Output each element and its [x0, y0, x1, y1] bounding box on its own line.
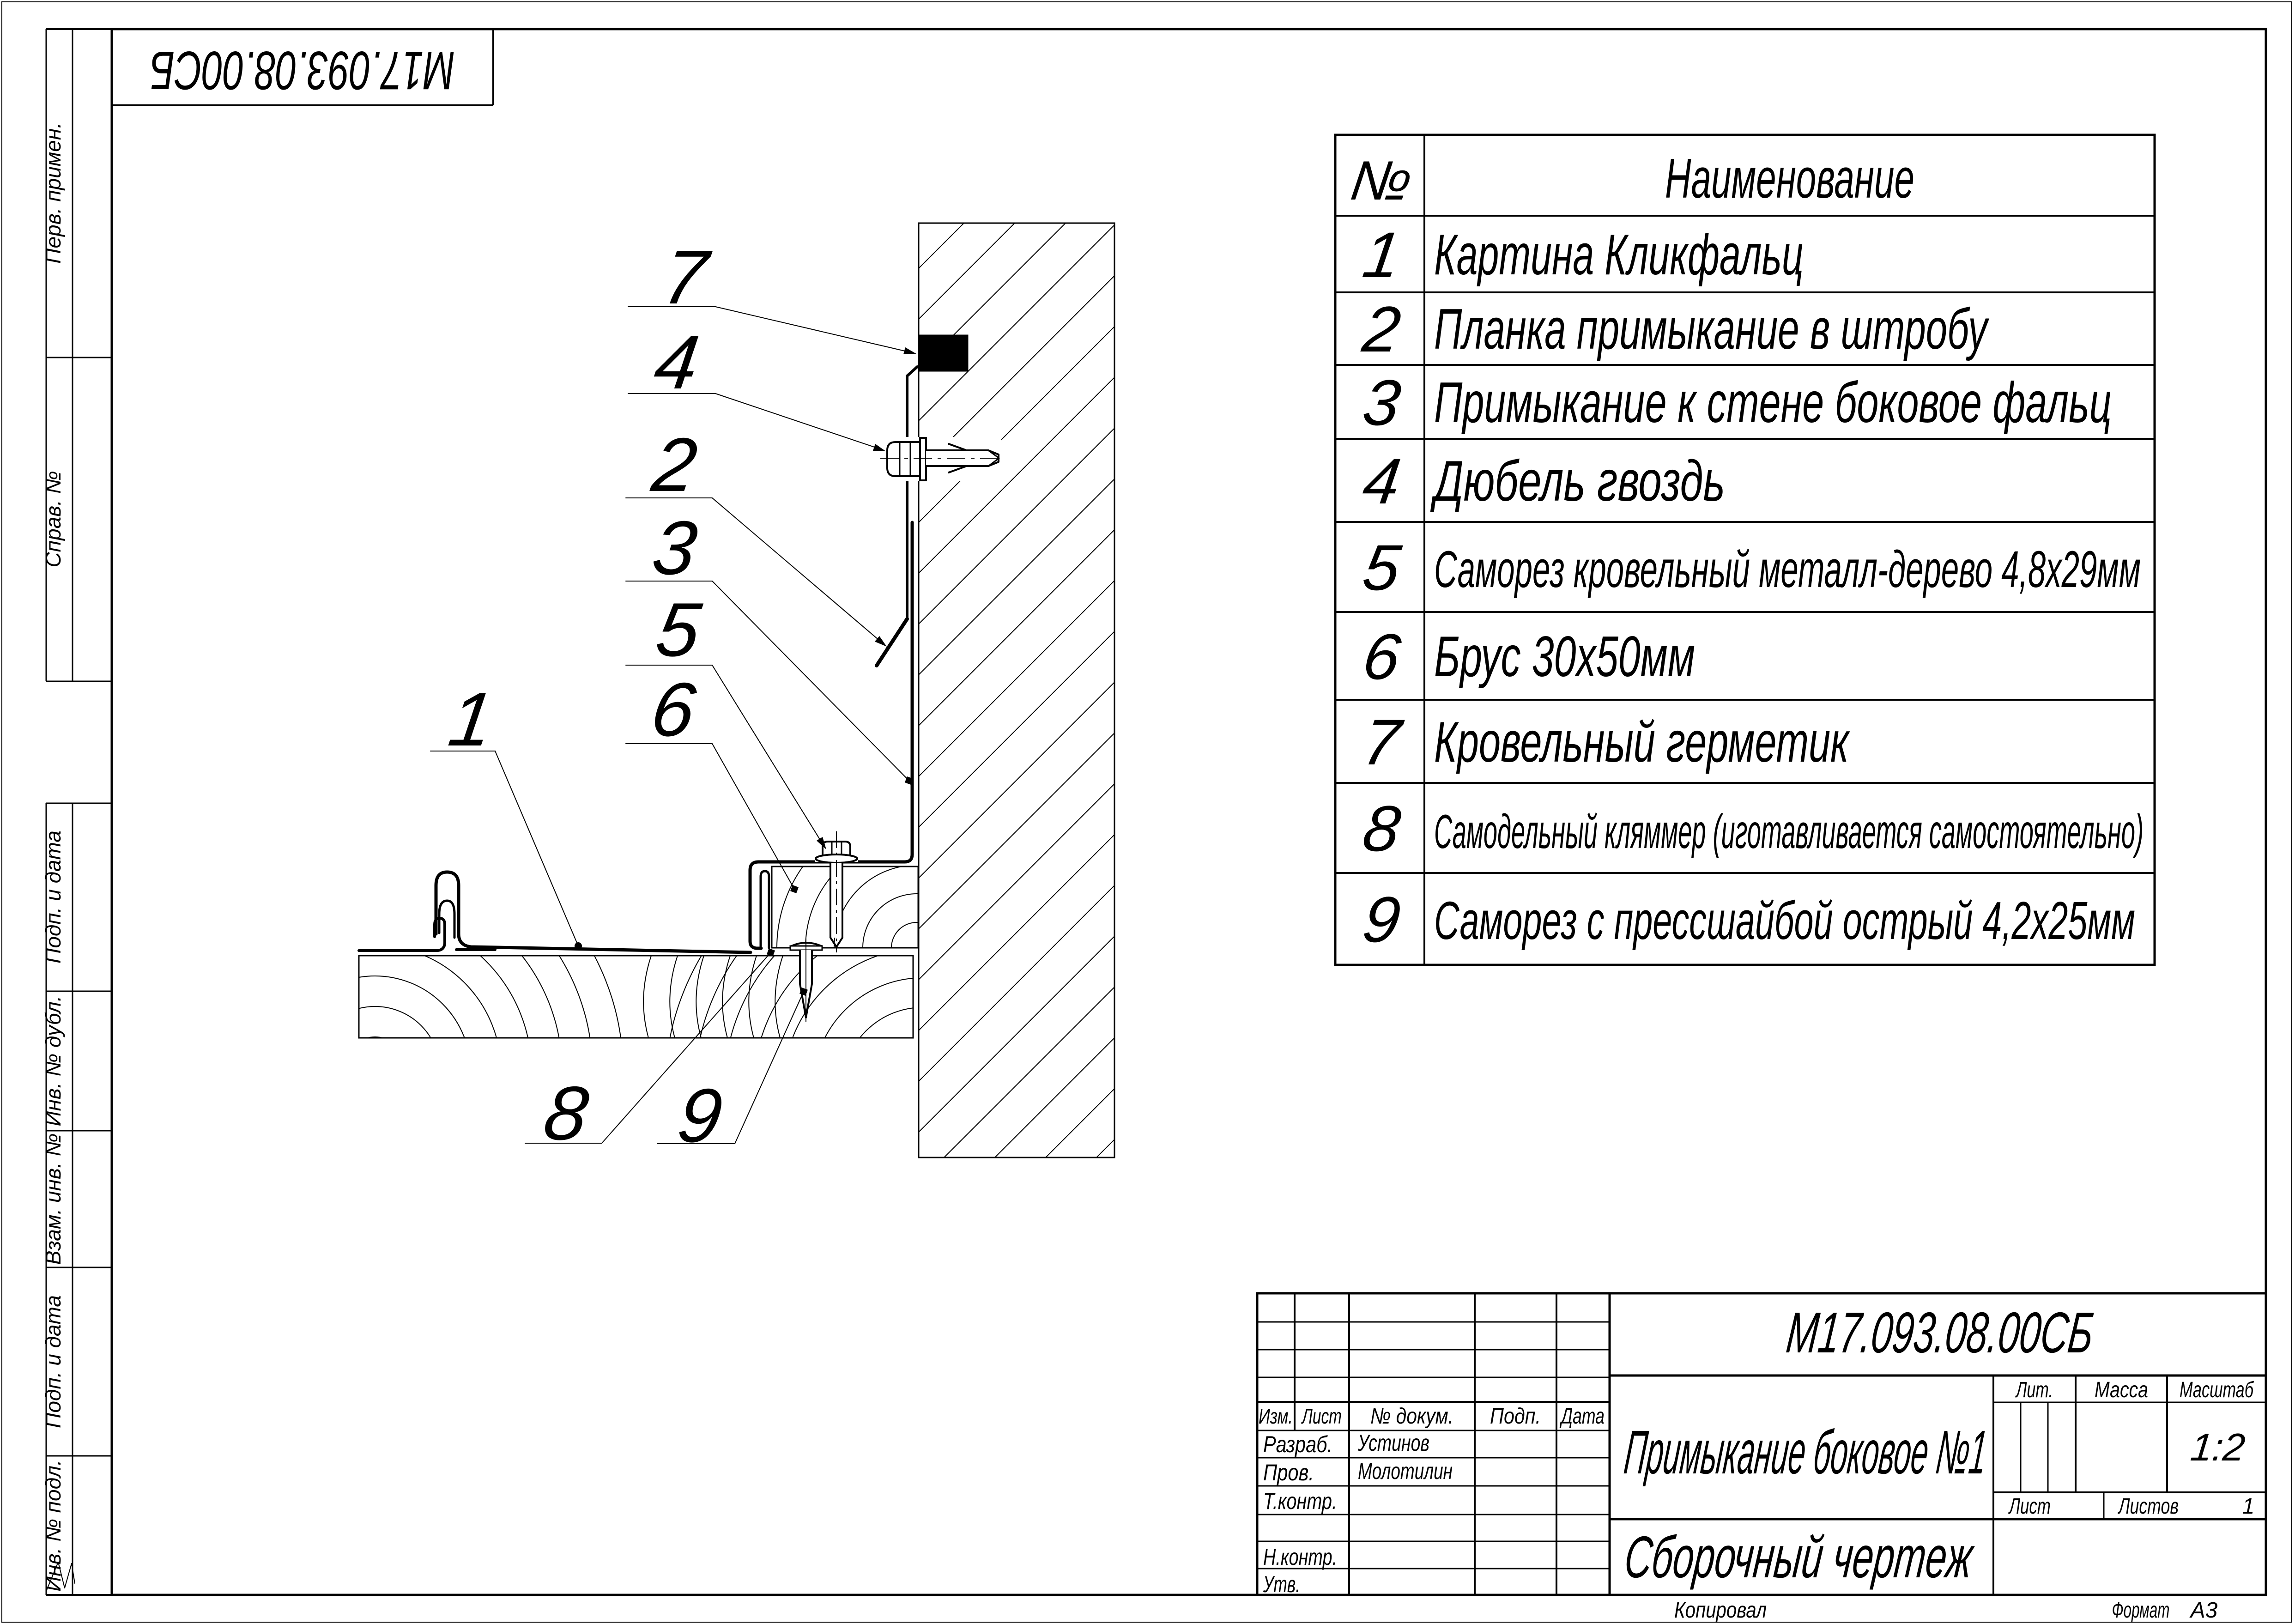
- svg-text:Дюбель гвоздь: Дюбель гвоздь: [1430, 449, 1725, 513]
- svg-text:Т.контр.: Т.контр.: [1263, 1488, 1337, 1514]
- svg-text:Масштаб: Масштаб: [2180, 1378, 2254, 1402]
- svg-text:А3: А3: [2189, 1598, 2218, 1623]
- svg-text:Устинов: Устинов: [1357, 1430, 1429, 1456]
- svg-text:Листов: Листов: [2118, 1494, 2179, 1519]
- svg-text:Копировал: Копировал: [1674, 1598, 1767, 1623]
- svg-text:Инв. № подл.: Инв. № подл.: [41, 1460, 65, 1591]
- svg-text:Лист: Лист: [2008, 1494, 2051, 1519]
- svg-text:Справ. №: Справ. №: [41, 471, 65, 567]
- svg-text:Примыкание к стене боковое фал: Примыкание к стене боковое фальц: [1434, 371, 2112, 435]
- svg-text:Планка примыкание в штробу: Планка примыкание в штробу: [1434, 297, 1990, 361]
- svg-text:1:2: 1:2: [2189, 1425, 2247, 1469]
- svg-text:Брус 30х50мм: Брус 30х50мм: [1434, 625, 1695, 689]
- svg-text:Подп. и дата: Подп. и дата: [41, 830, 65, 963]
- svg-text:Самодельный кляммер (иготавлив: Самодельный кляммер (иготавливается само…: [1434, 805, 2144, 859]
- svg-text:Лист: Лист: [1301, 1404, 1342, 1428]
- svg-text:№: №: [1347, 150, 1416, 212]
- svg-text:Разраб.: Разраб.: [1263, 1431, 1332, 1457]
- svg-text:Утв.: Утв.: [1263, 1571, 1300, 1597]
- svg-text:Дата: Дата: [1559, 1404, 1605, 1429]
- svg-text:Изм.: Изм.: [1259, 1404, 1293, 1428]
- svg-text:Саморез кровельный металл-дере: Саморез кровельный металл-дерево 4,8х29м…: [1434, 540, 2141, 598]
- svg-text:Подп. и дата: Подп. и дата: [41, 1295, 65, 1428]
- svg-text:Инв. № дубл.: Инв. № дубл.: [41, 996, 65, 1127]
- svg-text:Наименование: Наименование: [1665, 147, 1914, 210]
- svg-text:Лит.: Лит.: [2015, 1378, 2053, 1402]
- svg-text:Масса: Масса: [2095, 1378, 2148, 1402]
- svg-text:Кровельный герметик: Кровельный герметик: [1434, 710, 1850, 774]
- svg-text:Примыкание боковое №1: Примыкание боковое №1: [1621, 1418, 1990, 1487]
- svg-text:Подп.: Подп.: [1490, 1404, 1541, 1429]
- svg-text:№ докум.: № докум.: [1370, 1404, 1453, 1429]
- svg-text:Саморез с прессшайбой острый 4: Саморез с прессшайбой острый 4,2х25мм: [1434, 891, 2135, 951]
- svg-text:М17.093.08.00СБ: М17.093.08.00СБ: [1784, 1300, 2097, 1365]
- svg-text:Взам. инв. №: Взам. инв. №: [41, 1133, 65, 1265]
- svg-text:Картина Кликфальц: Картина Кликфальц: [1434, 223, 1804, 287]
- svg-text:Перв. примен.: Перв. примен.: [41, 122, 65, 264]
- svg-text:Формат: Формат: [2112, 1598, 2170, 1623]
- svg-text:Пров.: Пров.: [1263, 1460, 1314, 1485]
- svg-text:Сборочный чертеж: Сборочный чертеж: [1622, 1524, 1977, 1590]
- svg-text:М17.093.08.00СБ: М17.093.08.00СБ: [150, 40, 455, 101]
- svg-text:Н.контр.: Н.контр.: [1263, 1544, 1337, 1570]
- svg-text:Молотилин: Молотилин: [1358, 1458, 1453, 1484]
- svg-text:1: 1: [2242, 1494, 2255, 1519]
